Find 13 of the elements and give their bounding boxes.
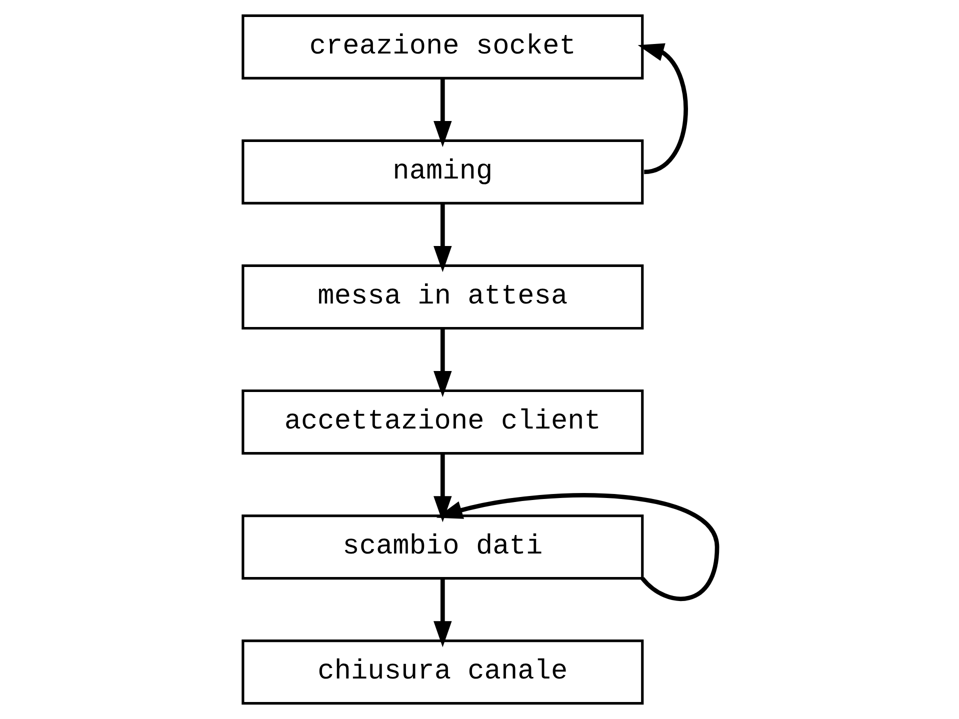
arrow bbox=[433, 328, 452, 398]
arrow bbox=[433, 78, 452, 148]
node-box: chiusura canale bbox=[241, 640, 644, 705]
node-box: messa in attesa bbox=[241, 264, 644, 330]
arrow bbox=[433, 454, 452, 522]
arrow bbox=[433, 204, 452, 272]
node-box: creazione socket bbox=[241, 14, 644, 80]
node-box: naming bbox=[241, 139, 644, 204]
node-box: scambio dati bbox=[241, 514, 644, 580]
node-box: accettazione client bbox=[241, 389, 644, 455]
arrow bbox=[436, 493, 719, 601]
arrow bbox=[433, 578, 452, 648]
arrow bbox=[637, 43, 688, 174]
